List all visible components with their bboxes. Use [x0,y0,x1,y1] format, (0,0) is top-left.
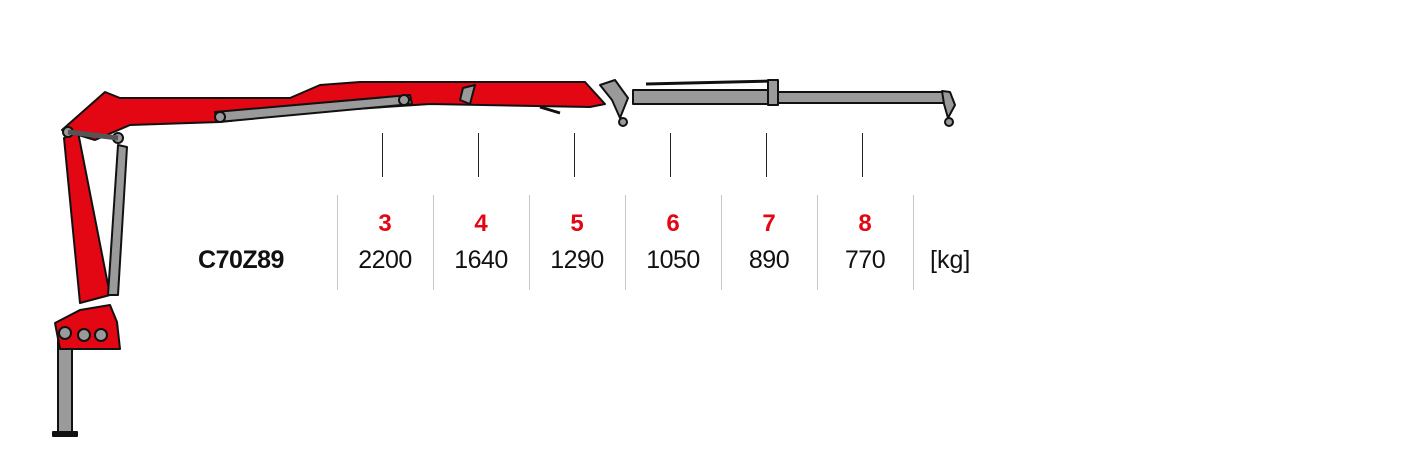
reach-tick-6m [670,133,671,177]
unit-label: [kg] [930,246,971,274]
model-name: C70Z89 [198,246,284,274]
reach-tick-3m [382,133,383,177]
reach-tick-8m [862,133,863,177]
extension-boom-1 [632,89,774,105]
reach-tick-4m [478,133,479,177]
column-divider [433,195,434,290]
load-value: 890 [748,246,790,274]
crane-column [63,131,111,304]
column-divider [817,195,818,290]
column-divider [625,195,626,290]
reach-label: 7 [762,210,776,237]
extension-boom-2 [777,91,945,104]
column-divider [913,195,914,290]
column-divider [721,195,722,290]
reach-label: 3 [378,210,392,237]
column-divider [529,195,530,290]
reach-label: 5 [570,210,584,237]
column-divider [337,195,338,290]
reach-tick-7m [766,133,767,177]
reach-tick-5m [574,133,575,177]
load-value: 1050 [646,246,700,274]
load-value: 1640 [454,246,508,274]
reach-label: 4 [474,210,488,237]
load-value: 1290 [550,246,604,274]
load-value: 2200 [358,246,412,274]
lift-cylinder [107,144,128,296]
load-value: 770 [844,246,886,274]
reach-label: 8 [858,210,872,237]
reach-label: 6 [666,210,680,237]
